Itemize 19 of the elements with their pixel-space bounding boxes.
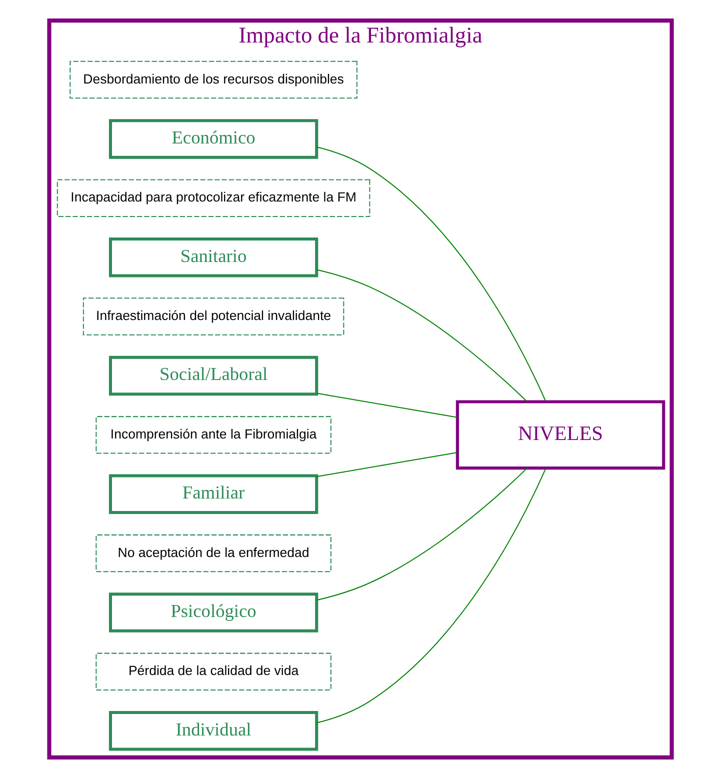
node-box: Pérdida de la calidad de vida: [96, 652, 332, 691]
node-box: Incomprensión ante la Fibromialgia: [96, 416, 332, 454]
connector: [316, 468, 528, 601]
connector: [316, 452, 458, 478]
connector: [316, 468, 546, 724]
node-box: Psicológico: [108, 592, 318, 632]
node-box: Infraestimación del potencial invalidante: [82, 298, 344, 336]
connector: [316, 392, 458, 418]
node-box: Económico: [108, 119, 318, 159]
node-box: Desbordamiento de los recursos disponibles: [70, 60, 358, 99]
node-box: Individual: [108, 710, 318, 751]
node-box: Sanitario: [108, 237, 318, 278]
connector: [316, 269, 528, 402]
node-box: No aceptación de la enfermedad: [96, 534, 332, 572]
node-box: Incapacidad para protocolizar eficazmente la FM: [56, 179, 370, 218]
connector: [316, 146, 546, 402]
node-box: NIVELES: [456, 400, 666, 470]
node-box: Familiar: [108, 474, 318, 514]
node-box: Social/Laboral: [108, 356, 318, 396]
